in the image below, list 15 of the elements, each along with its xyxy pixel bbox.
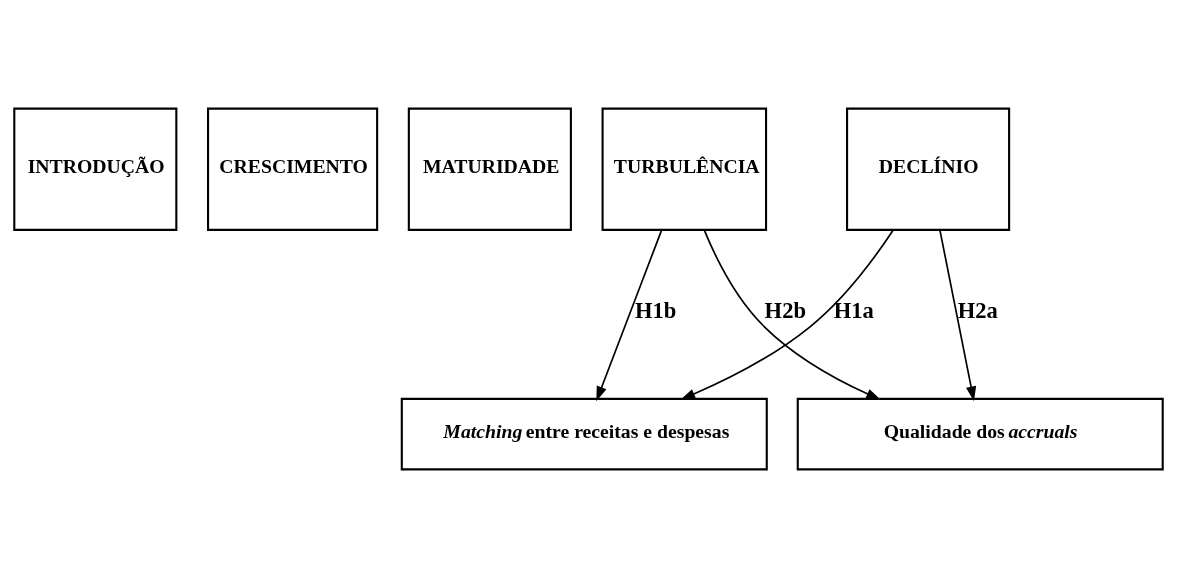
node-box: Matching entre receitas e despesas	[400, 397, 768, 470]
node-box: INTRODUÇÃO	[13, 107, 178, 231]
edge-label: H1a	[833, 297, 874, 323]
node-box: CRESCIMENTO	[207, 107, 379, 231]
arrow	[703, 228, 881, 400]
node-box: Qualidade dos accruals	[796, 397, 1164, 470]
node-box: TURBULÊNCIA	[601, 107, 768, 231]
edge-label: H1b	[635, 297, 677, 323]
edge-label: H2a	[957, 297, 998, 323]
arrow	[680, 228, 894, 400]
node-box: MATURIDADE	[407, 107, 572, 231]
node-box: DECLÍNIO	[846, 107, 1011, 231]
edge-label: H2b	[764, 297, 806, 323]
arrow	[596, 228, 663, 401]
arrow	[939, 228, 977, 401]
